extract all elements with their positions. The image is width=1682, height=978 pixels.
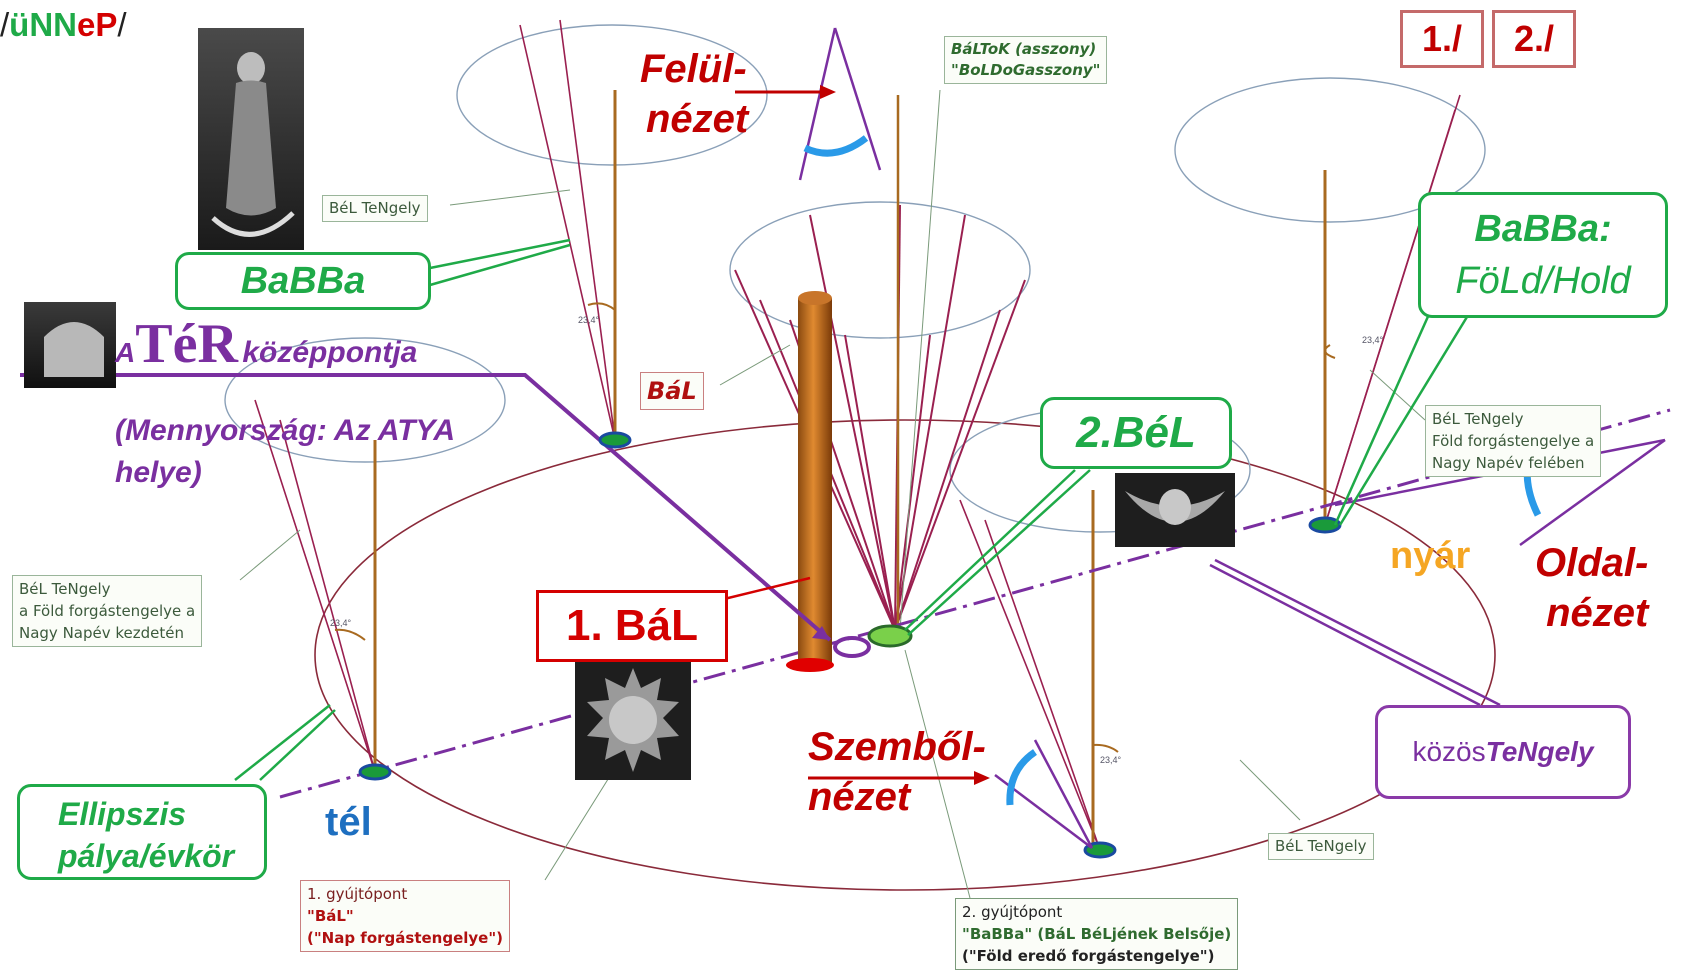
- baltok-note: BáLToK (asszony) "BoLDoGasszony": [944, 36, 1108, 84]
- ter-center-ring: [833, 636, 871, 658]
- bottomright-cone-lines: [959, 499, 1101, 851]
- kozos-label2: TeNgely: [1485, 736, 1594, 767]
- bel-tengely-left-line1: BéL TeNgely: [19, 580, 111, 598]
- szembol-line1: Szemből-: [808, 725, 986, 769]
- bel-two-callout: 2.BéL: [1040, 397, 1232, 469]
- babba-right-callout: BaBBa: FöLd/Hold: [1418, 192, 1668, 318]
- ter-kozeppontja: középpontja: [242, 336, 418, 369]
- red-pointer: [719, 576, 811, 602]
- orbit-ellipse: [314, 419, 1496, 891]
- ter-a: A: [115, 337, 136, 368]
- sun-face-image: [575, 660, 691, 780]
- marker-topleft: [598, 431, 632, 449]
- right-cone-lines: [1324, 94, 1461, 526]
- bal-center-note: BáL: [640, 372, 704, 410]
- title-prefix: /: [0, 6, 10, 43]
- title-nn: NN: [29, 6, 78, 43]
- nav-button-1[interactable]: 1./: [1400, 10, 1484, 68]
- szembol-view-icon: [994, 739, 1094, 849]
- cone-ellipse-center: [729, 201, 1031, 339]
- szembol-line2: nézet: [808, 775, 911, 819]
- bel-tengely-right-line3: Nagy Napév felében: [1432, 454, 1585, 472]
- bal-one-label: 1. BáL: [565, 601, 699, 650]
- bel-tengely-left-line3: Nagy Napév kezdetén: [19, 624, 185, 642]
- bel-two-label: 2.BéL: [1076, 408, 1196, 457]
- leader-lines: [239, 89, 1426, 899]
- angle-label-right: 23,4°: [1362, 335, 1384, 345]
- oldal-label: Oldal- nézet: [1535, 538, 1648, 638]
- title-suffix: /: [117, 6, 127, 43]
- bel-tengely-left-line2: a Föld forgástengelye a: [19, 602, 196, 620]
- moon-face-image: [1115, 473, 1235, 547]
- ter-arrow: [20, 373, 832, 642]
- bel-tengely-left-note: BéL TeNgely a Föld forgástengelye a Nagy…: [12, 575, 203, 647]
- ter-heading: ATéR középpontja: [115, 312, 417, 376]
- cone-ellipse-topleft: [456, 24, 768, 166]
- gyujtopont2-line3: ("Föld eredő forgástengelye"): [962, 947, 1215, 965]
- ellipszis-line2: pálya/évkör: [58, 838, 235, 874]
- bel-tengely-right-line1: BéL TeNgely: [1432, 410, 1524, 428]
- kozos-tengely-box: közösTeNgely: [1375, 705, 1631, 799]
- babba-right-line1: BaBBa:: [1474, 208, 1612, 250]
- babba-left-callout: BaBBa: [175, 252, 431, 310]
- bel-tengely-right-line2: Föld forgástengelye a: [1432, 432, 1595, 450]
- bel-tengely-top-note: BéL TeNgely: [322, 195, 428, 222]
- ellipszis-callout: Ellipszis pálya/évkör: [17, 784, 267, 880]
- gyujtopont2-line1: 2. gyújtópont: [962, 903, 1063, 921]
- ellipszis-line1: Ellipszis: [58, 796, 187, 832]
- felul-label: Felül- nézet: [640, 44, 748, 144]
- gyujtopont1-line2: "BáL": [307, 907, 354, 925]
- purple-pointers: [1209, 558, 1501, 707]
- gyujtopont1-line1: 1. gyújtópont: [307, 885, 408, 903]
- baltok-note-line2: "BoLDoGasszony": [951, 61, 1101, 79]
- mennyorszag-text: (Mennyország: Az ATYA helye): [115, 410, 455, 494]
- angle-label-bottomright: 23,4°: [1100, 755, 1122, 765]
- gyujtopont1-note: 1. gyújtópont "BáL" ("Nap forgástengelye…: [300, 880, 511, 952]
- ark-image: [24, 302, 116, 388]
- ter-word: TéR: [135, 313, 238, 375]
- bel-tengely-bottom-note: BéL TeNgely: [1268, 833, 1374, 860]
- topleft-cone-lines: [519, 19, 616, 441]
- babba-left-label: BaBBa: [240, 260, 366, 302]
- focus2-marker: [867, 624, 913, 648]
- angle-label-left: 23,4°: [330, 618, 352, 628]
- center-cone-lines: [734, 204, 1026, 631]
- gyujtopont2-line2: "BaBBa" (BáL BéLjének Belsője): [962, 925, 1232, 943]
- angle-label-topleft: 23,4°: [578, 315, 600, 325]
- felul-view-icon: [798, 27, 882, 181]
- nav-button-2[interactable]: 2./: [1492, 10, 1576, 68]
- title-p: P: [95, 6, 118, 43]
- mennyorszag-line1: (Mennyország: Az ATYA: [115, 414, 456, 447]
- main-rod-top: [798, 291, 832, 305]
- tel-label: tél: [325, 800, 372, 844]
- rod-base-red: [786, 658, 834, 672]
- cone-ellipse-left: [224, 337, 506, 463]
- mennyorszag-line2: helye): [115, 456, 202, 489]
- title-e: e: [77, 6, 96, 43]
- cone-ellipse-right: [1174, 77, 1486, 223]
- kozos-label1: közös: [1412, 736, 1486, 767]
- title-u: ü: [9, 6, 30, 43]
- gyujtopont2-note: 2. gyújtópont "BaBBa" (BáL BéLjének Bels…: [955, 898, 1239, 970]
- marker-left: [358, 763, 392, 781]
- main-rod: [798, 298, 832, 666]
- small-angle-arcs: [334, 302, 1336, 753]
- page-title: /üNNeP/: [0, 6, 127, 44]
- green-pointers: [234, 238, 1472, 781]
- babba-right-line2: FöLd/Hold: [1455, 260, 1631, 302]
- gyujtopont1-line3: ("Nap forgástengelye"): [307, 929, 504, 947]
- madonna-image: [198, 28, 304, 250]
- szembol-label: Szemből- nézet: [808, 722, 986, 822]
- bal-one-box: 1. BáL: [536, 590, 728, 662]
- nyar-label: nyár: [1390, 535, 1471, 577]
- oldal-line1: Oldal-: [1535, 541, 1649, 585]
- felul-line1: Felül-: [640, 47, 747, 91]
- baltok-note-line1: BáLToK (asszony): [951, 40, 1097, 58]
- bel-tengely-right-note: BéL TeNgely Föld forgástengelye a Nagy N…: [1425, 405, 1602, 477]
- oldal-line2: nézet: [1546, 591, 1649, 635]
- felul-line2: nézet: [646, 97, 749, 141]
- left-cone-lines: [254, 399, 376, 773]
- bal-center-label: BáL: [647, 377, 697, 405]
